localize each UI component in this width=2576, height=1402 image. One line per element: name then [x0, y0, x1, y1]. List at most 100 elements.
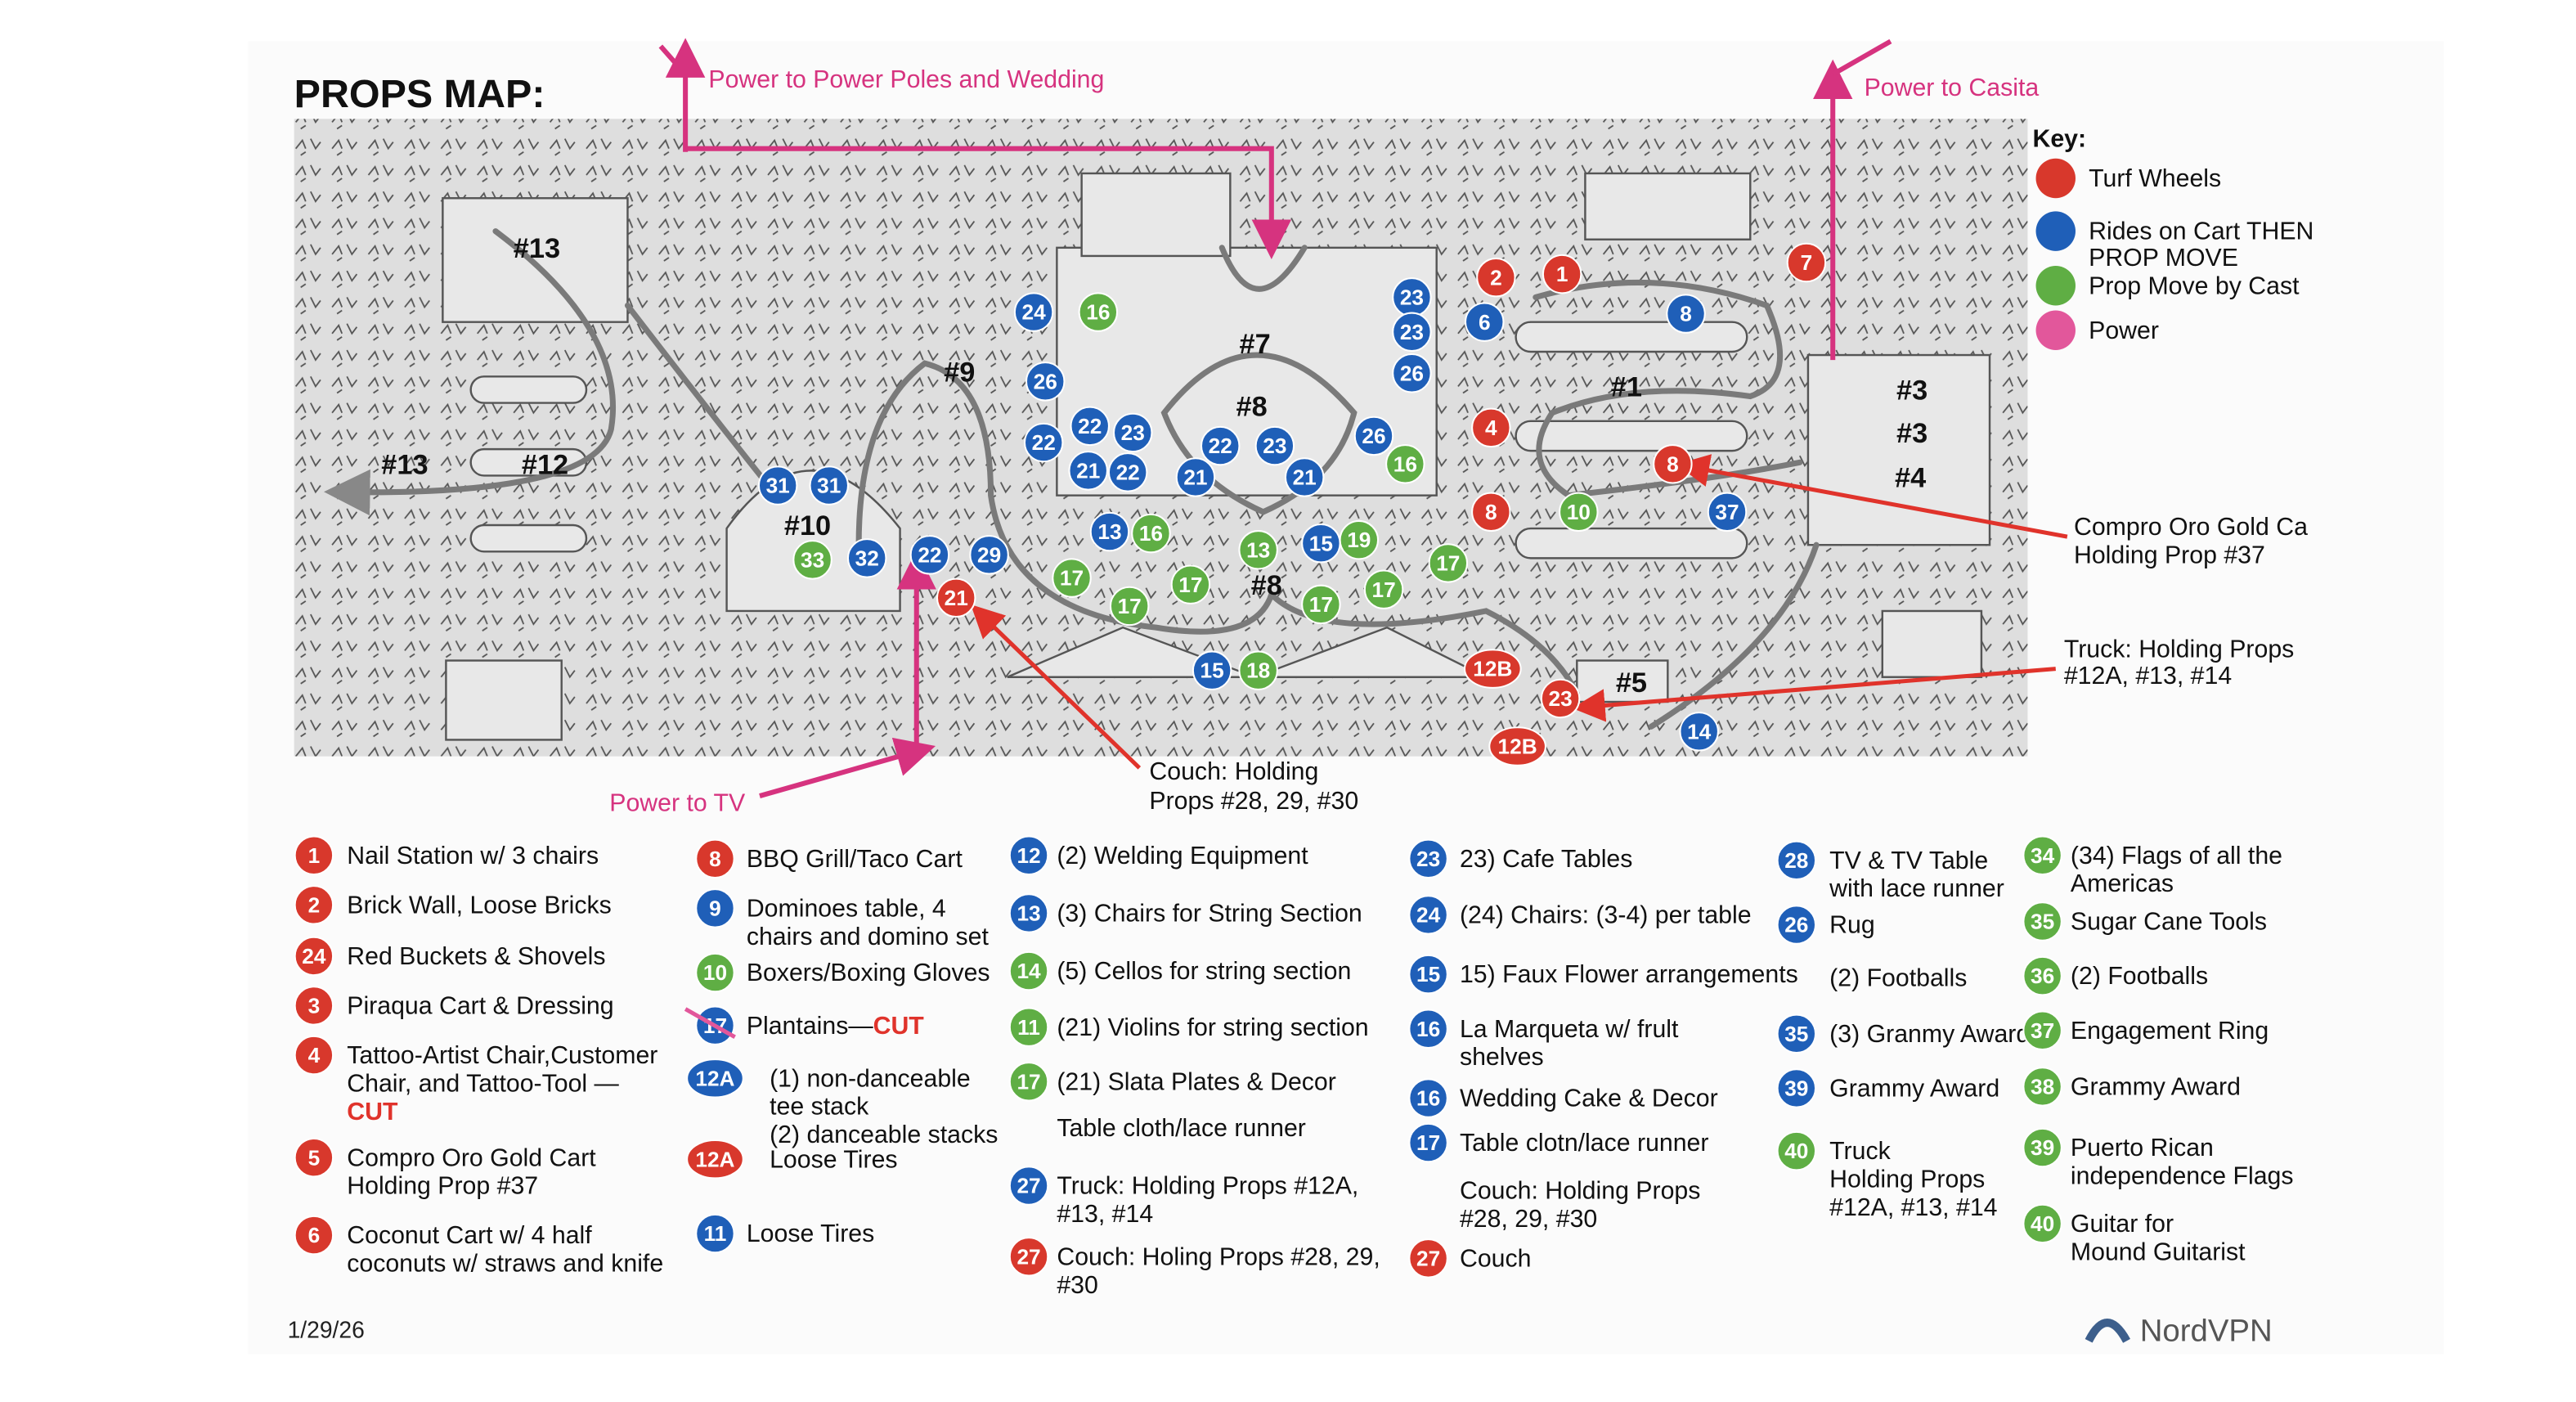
map-marker: 15 — [1301, 523, 1341, 564]
badge-shape — [1666, 294, 1706, 334]
legend-badge: 40 — [2022, 1203, 2062, 1244]
callout-pointers — [971, 454, 2068, 770]
badge-number: 23 — [1121, 420, 1145, 445]
badge-number: 17 — [1371, 577, 1395, 602]
map-marker: 1 — [1542, 254, 1582, 294]
legend-badge: 37 — [2022, 1010, 2062, 1050]
map-marker: 14 — [1679, 712, 1719, 752]
legend-badge: 15 — [1408, 954, 1448, 995]
legend-text: Brick Wall, Loose Bricks — [347, 892, 611, 919]
badge-number: 4 — [1485, 416, 1497, 440]
legend-text: Red Buckets & Shovels — [347, 943, 605, 970]
map-marker: 17 — [1109, 586, 1150, 627]
map-marker: 23 — [1113, 412, 1153, 453]
badge-number: 24 — [302, 944, 326, 968]
legend-item: 14 (5) Cellos for string section — [1008, 950, 1351, 991]
badge-shape — [1200, 425, 1241, 466]
badge-number: 16 — [1416, 1017, 1440, 1041]
badge-shape — [1008, 1237, 1049, 1277]
badge-shape — [1089, 511, 1130, 552]
legend-badge: 34 — [2022, 835, 2062, 875]
badge-shape — [1428, 543, 1469, 583]
legend-text: Couch — [1460, 1245, 1532, 1272]
legend-text: independence Flags — [2071, 1163, 2294, 1190]
legend-badge: 13 — [1008, 893, 1049, 933]
map-marker: 2 — [1476, 257, 1516, 298]
map-marker: 23 — [1254, 425, 1295, 466]
legend-badge: 24 — [1408, 895, 1448, 935]
legend-text: Truck: Holding Props #12A, — [1057, 1173, 1358, 1200]
map-marker: 17 — [1301, 584, 1341, 625]
map-marker: 24 — [1013, 292, 1054, 332]
legend-text: Americas — [2071, 870, 2174, 897]
badge-shape — [1008, 835, 1049, 875]
badge-shape — [1776, 1130, 1817, 1171]
legend-text: (3) Granmy Award — [1829, 1021, 2030, 1048]
badge-number: 13 — [1246, 537, 1270, 562]
key-swatch-icon — [2035, 310, 2076, 350]
legend-badge: 14 — [1008, 950, 1049, 991]
badge-number: 15 — [1416, 962, 1440, 986]
legend-text: Table cloth/lace runner — [1057, 1115, 1306, 1142]
badge-shape — [1013, 292, 1054, 332]
badge-shape — [1464, 649, 1522, 689]
badge-number: 8 — [1667, 452, 1679, 476]
map-marker: 26 — [1025, 362, 1066, 402]
legend-text: (5) Cellos for string section — [1057, 958, 1351, 985]
badge-shape — [294, 1137, 334, 1178]
watermark-text: NordVPN — [2140, 1313, 2273, 1348]
area-label: #4 — [1895, 463, 1926, 494]
badge-shape — [1776, 840, 1817, 881]
badge-number: 26 — [1362, 424, 1385, 448]
badge-number: 26 — [1784, 913, 1808, 937]
legend-item: 17(21) Slata Plates & Decor — [1008, 1062, 1336, 1102]
area-label: #10 — [784, 510, 831, 541]
badge-number: 1 — [1556, 262, 1568, 286]
badge-shape — [2022, 955, 2062, 996]
badge-number: 1 — [308, 843, 321, 868]
badge-shape — [1408, 838, 1448, 879]
nordvpn-logo-icon — [2085, 1319, 2131, 1343]
legend-item: 13(3) Chairs for String Section — [1008, 893, 1362, 933]
badge-number: 12B — [1498, 735, 1537, 759]
legend-text: Loose Tires — [747, 1220, 874, 1247]
badge-number: 32 — [855, 546, 879, 570]
badge-shape — [2022, 835, 2062, 875]
badge-shape — [1363, 569, 1404, 609]
map-marker: 8 — [1471, 492, 1511, 532]
legend-badge: 40 — [1776, 1130, 1817, 1171]
badge-shape — [1488, 726, 1546, 766]
badge-number: 10 — [1567, 500, 1591, 524]
legend-text: Nail Station w/ 3 chairs — [347, 843, 599, 870]
badge-number: 39 — [1784, 1076, 1808, 1101]
map-marker: 12B — [1464, 649, 1522, 689]
badge-shape — [1408, 954, 1448, 995]
area-label: #8 — [1251, 570, 1282, 601]
badge-number: 39 — [2031, 1135, 2054, 1160]
map-marker: 22 — [1107, 452, 1148, 492]
badge-shape — [1107, 452, 1148, 492]
legend-text: Dominoes table, 4 — [747, 895, 946, 922]
map-marker: 22 — [1070, 406, 1110, 447]
map-marker: 13 — [1089, 511, 1130, 552]
legend-text: Piraqua Cart & Dressing — [347, 993, 613, 1020]
legend-badge: 38 — [2022, 1067, 2062, 1107]
map-marker: 17 — [1428, 543, 1469, 583]
area-label: #13 — [381, 449, 428, 480]
area-label: #1 — [1611, 372, 1642, 403]
legend-text: chairs and domino set — [747, 923, 990, 950]
badge-number: 40 — [1784, 1139, 1808, 1163]
map-marker: 16 — [1131, 513, 1171, 554]
badge-shape — [294, 986, 334, 1026]
badge-shape — [695, 952, 735, 993]
